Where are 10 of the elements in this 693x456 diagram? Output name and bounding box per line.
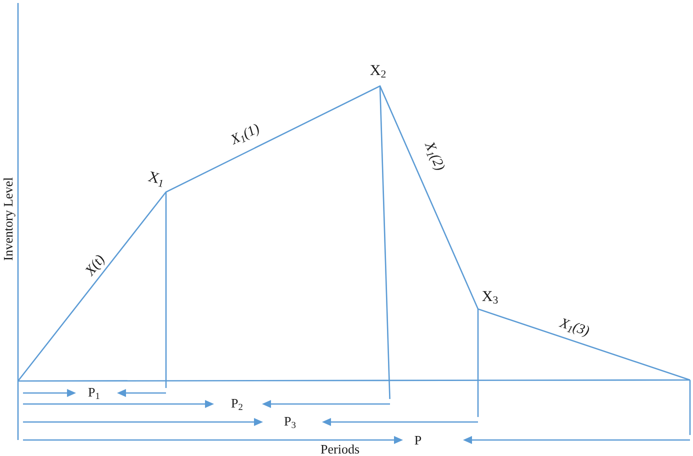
segment-label: X(t)	[84, 253, 108, 279]
point-label: X$_{1}$	[146, 170, 166, 190]
period-label: P$_{2}$	[231, 396, 243, 414]
period-label: P	[414, 434, 422, 446]
axis-label: Periods	[320, 442, 360, 456]
point-label: X$_{2}$	[370, 64, 386, 80]
axis-label: Inventory Level	[2, 177, 14, 261]
period-label: P$_{3}$	[284, 414, 296, 432]
period-label: P$_{1}$	[88, 386, 100, 402]
point-label: X$_{3}$	[482, 290, 498, 306]
